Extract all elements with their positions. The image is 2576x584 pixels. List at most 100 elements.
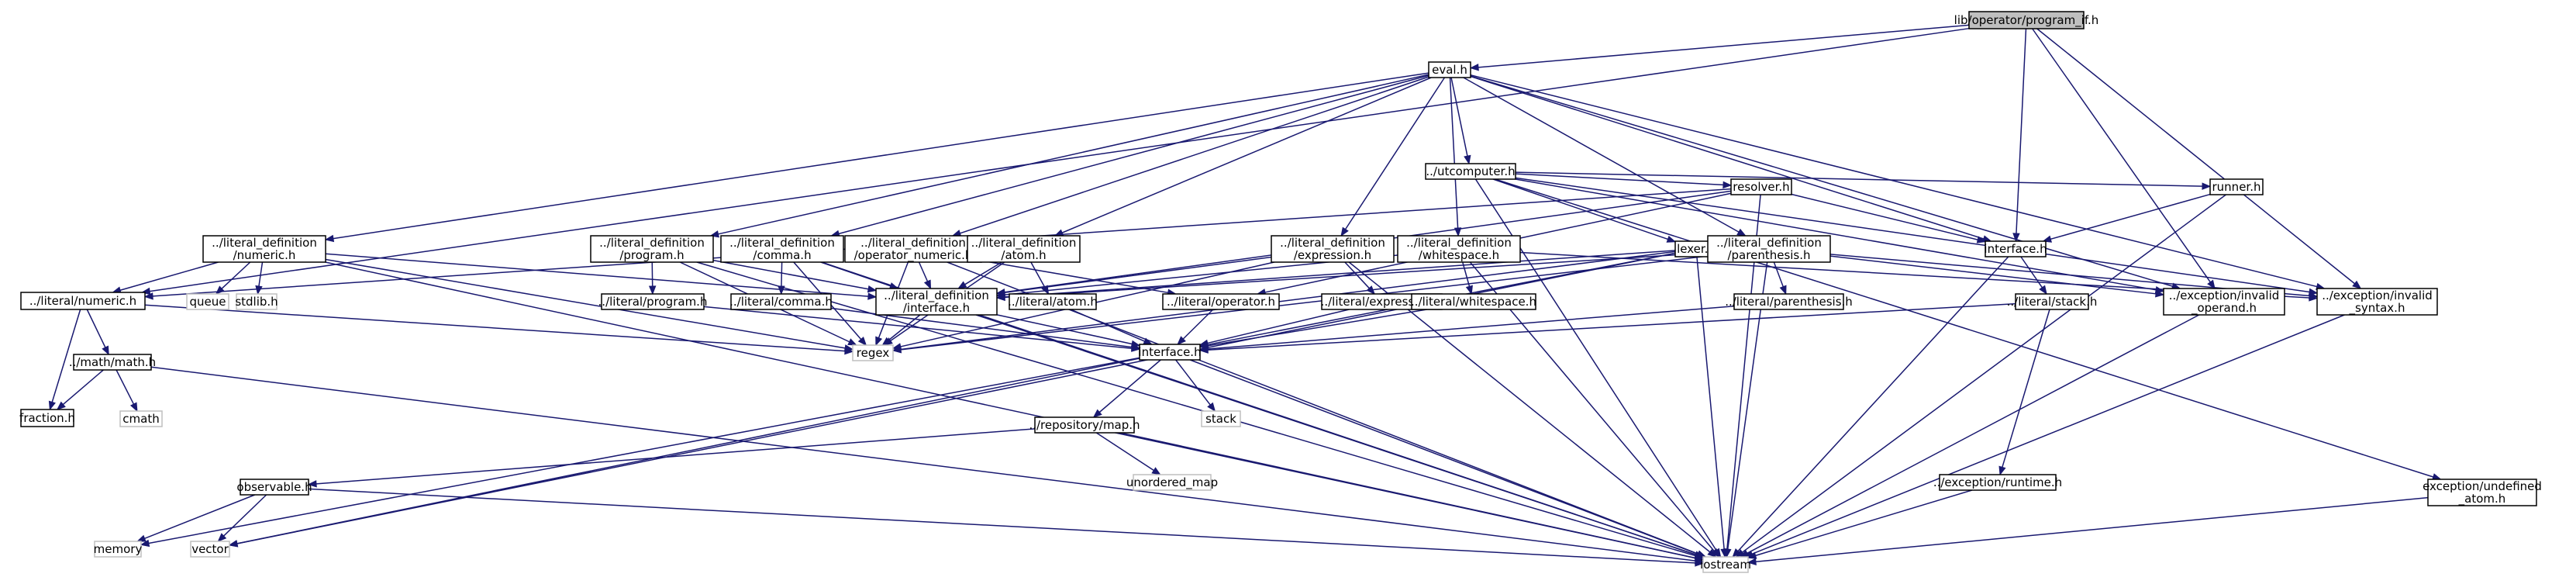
node-lit_program[interactable]: ../literal/program.h <box>598 293 708 310</box>
arrowhead <box>1696 550 1707 558</box>
edge-root-to-iface_top <box>2012 28 2027 243</box>
node-label: /comma.h <box>753 248 811 262</box>
node-box <box>967 235 1081 263</box>
edge-line <box>918 261 929 282</box>
edge-line <box>62 369 104 406</box>
node-label: ../literal_definition <box>1406 236 1512 251</box>
node-ld_opnum[interactable]: ../literal_definition/operator_numeric.h <box>844 235 982 263</box>
arrowhead <box>1694 554 1705 562</box>
edge-line <box>1829 255 2157 295</box>
edge-lit_atom-to-iface_mid <box>1070 309 1154 345</box>
edge-runner-to-iface_top <box>2042 193 2211 243</box>
node-vector: vector <box>190 541 230 558</box>
edge-line <box>1470 75 2173 287</box>
edge-line <box>1462 261 1471 287</box>
node-ld_iface[interactable]: ../literal_definition/interface.h <box>875 288 998 316</box>
node-lit_numeric[interactable]: ../literal/numeric.h <box>20 292 146 310</box>
edge-line <box>2050 193 2211 240</box>
node-lit_stack[interactable]: ../literal/stack.h <box>2007 293 2098 310</box>
edge-iface_mid-to-iostream <box>1189 359 1707 558</box>
node-ld_numeric[interactable]: ../literal_definition/numeric.h <box>202 235 326 263</box>
node-observable[interactable]: observable.h <box>236 479 312 496</box>
arrowhead <box>2042 235 2053 243</box>
node-queue: queue <box>186 293 229 310</box>
edge-ld_paren-to-ld_iface <box>995 252 1709 302</box>
node-box <box>1133 474 1212 491</box>
edge-utc-to-exc_operand <box>1515 178 2165 294</box>
edge-line <box>1207 302 2016 351</box>
node-label: interface.h <box>1984 242 2047 256</box>
arrowhead <box>1198 346 1209 354</box>
node-label: ../exception/runtime.h <box>1933 475 2062 489</box>
node-ld_expr[interactable]: ../literal_definition/expression.h <box>1271 235 1395 263</box>
arrowhead <box>2202 182 2212 190</box>
node-resolver[interactable]: resolver.h <box>1730 178 1792 195</box>
node-box <box>119 410 163 427</box>
node-label: ../utcomputer.h <box>1426 164 1515 178</box>
node-exc_operand[interactable]: ../exception/invalid_operand.h <box>2163 288 2285 316</box>
node-lit_op[interactable]: ../literal/operator.h <box>1162 293 1280 310</box>
node-repo_map[interactable]: ../repository/map.h <box>1029 416 1140 434</box>
node-exc_undef[interactable]: exception/undefined_atom.h <box>2423 479 2542 506</box>
arrowhead <box>1695 559 1705 567</box>
node-box <box>1034 416 1135 434</box>
edge-exc_undef-to-iostream <box>1747 496 2429 565</box>
node-ld_paren[interactable]: ../literal_definition/parenthesis.h <box>1707 235 1831 263</box>
node-lit_atom[interactable]: ../literal/atom.h <box>1008 293 1098 310</box>
node-lit_comma[interactable]: ../literal/comma.h <box>729 293 833 310</box>
arrowhead <box>228 540 239 548</box>
edge-utc-to-exc_undef <box>1495 178 2442 481</box>
edge-line <box>1515 173 1724 186</box>
node-lexer[interactable]: lexer.h <box>1674 240 1718 257</box>
edge-iface_mid-to-stack <box>1175 359 1216 413</box>
edge-iface_mid-to-memory <box>140 357 1140 548</box>
node-lit_ws[interactable]: ../literal/whitespace.h <box>1411 293 1536 310</box>
node-label: _atom.h <box>2458 492 2506 506</box>
node-ld_ws[interactable]: ../literal_definition/whitespace.h <box>1397 235 1521 263</box>
node-ld_comma[interactable]: ../literal_definition/comma.h <box>720 235 844 263</box>
edge-line <box>221 261 251 289</box>
node-math[interactable]: ../math/math.h <box>69 354 156 371</box>
node-stdlib: stdlib.h <box>235 293 278 310</box>
arrowhead <box>1465 285 1473 295</box>
edge-line <box>149 27 1970 292</box>
node-utc[interactable]: ../utcomputer.h <box>1425 163 1516 180</box>
node-runner[interactable]: runner.h <box>2209 178 2264 195</box>
node-label: ../literal/comma.h <box>729 295 833 309</box>
node-fraction[interactable]: fraction.h <box>19 409 75 427</box>
node-exc_syntax[interactable]: ../exception/invalid_syntax.h <box>2316 288 2438 316</box>
edge-observable-to-vector <box>217 494 267 542</box>
node-eval[interactable]: eval.h <box>1428 61 1471 78</box>
node-lit_paren[interactable]: ../literal/parenthesis.h <box>1725 293 1853 310</box>
node-iface_mid[interactable]: interface.h <box>1138 344 1202 361</box>
arrowhead <box>2207 279 2216 290</box>
node-exc_runtime[interactable]: ../exception/runtime.h <box>1933 474 2062 491</box>
node-memory: memory <box>94 541 142 558</box>
node-box <box>190 541 230 558</box>
node-box <box>1707 235 1831 263</box>
edge-utc-to-resolver <box>1515 173 1733 189</box>
edge-line <box>2032 28 2211 283</box>
arrowhead <box>1732 548 1741 558</box>
node-ld_program[interactable]: ../literal_definition/program.h <box>590 235 714 263</box>
arrowhead <box>923 279 932 290</box>
node-root[interactable]: lib/operator/program_if.h <box>1954 11 2099 29</box>
node-box <box>1702 556 1749 573</box>
edge-ld_paren-to-exc_operand <box>1829 255 2165 298</box>
edge-math-to-fraction <box>56 369 104 410</box>
arrowhead <box>995 293 1005 302</box>
node-label: ../repository/map.h <box>1029 418 1140 432</box>
node-ld_atom[interactable]: ../literal_definition/atom.h <box>967 235 1081 263</box>
edge-eval-to-ld_expr <box>1340 77 1446 237</box>
arrowhead <box>1711 548 1720 558</box>
node-label: ../exception/invalid <box>2322 289 2433 302</box>
arrowhead <box>875 336 883 347</box>
node-label: ../literal_definition <box>1280 236 1385 251</box>
edge-iface_mid-to-vector <box>228 358 1140 548</box>
node-iface_top[interactable]: interface.h <box>1984 240 2047 257</box>
edge-lexer-to-iostream <box>1696 256 1728 558</box>
node-box <box>875 288 998 316</box>
edge-repo_map-to-unordered_map <box>1095 432 1161 475</box>
edge-utc-to-lexer <box>1492 178 1677 243</box>
node-label: ../literal/parenthesis.h <box>1725 295 1853 309</box>
